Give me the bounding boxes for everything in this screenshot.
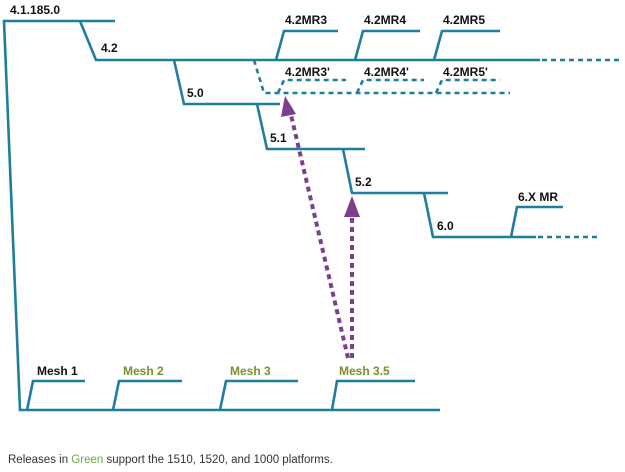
branch-mesh-3 xyxy=(218,379,298,411)
branch-4-2mr5 xyxy=(432,29,500,61)
branch-4-2 xyxy=(78,20,540,62)
branch-5-0 xyxy=(172,59,280,106)
branch-6-0 xyxy=(422,192,536,239)
label-mesh-2: Mesh 2 xyxy=(123,364,164,378)
label-5-2: 5.2 xyxy=(355,175,372,189)
branch-4-2mr5-prime xyxy=(434,78,500,94)
branch-5-1 xyxy=(255,103,365,151)
label-6-x-mr: 6.X MR xyxy=(518,190,558,204)
branch-mesh-1 xyxy=(25,379,85,411)
label-4-2mr4: 4.2MR4 xyxy=(364,13,406,27)
label-4-2: 4.2 xyxy=(101,41,118,55)
footnote-prefix: Releases in xyxy=(8,454,72,466)
footnote-suffix: support the 1510, 1520, and 1000 platfor… xyxy=(103,454,333,466)
label-4-2mr4-prime: 4.2MR4' xyxy=(364,65,409,79)
branch-6-x-mr xyxy=(509,205,563,238)
branch-4-2mr4 xyxy=(353,29,420,61)
label-4-2mr5-prime: 4.2MR5' xyxy=(443,65,488,79)
platform-footnote: Releases in Green support the 1510, 1520… xyxy=(8,454,333,466)
label-6-0: 6.0 xyxy=(437,219,454,233)
arrow-mesh35-to-4-2mr3-prime xyxy=(289,114,350,359)
arrowhead-to-5-2 xyxy=(344,196,360,217)
label-mesh-3: Mesh 3 xyxy=(230,364,271,378)
label-5-0: 5.0 xyxy=(187,86,204,100)
branch-5-2 xyxy=(341,148,448,195)
label-5-1: 5.1 xyxy=(270,131,287,145)
label-root: 4.1.185.0 xyxy=(10,3,60,17)
branch-root xyxy=(2,19,440,412)
branch-4-2mr3-prime xyxy=(276,78,346,94)
label-mesh-3-5: Mesh 3.5 xyxy=(339,364,390,378)
label-4-2mr5: 4.2MR5 xyxy=(443,13,485,27)
label-4-2mr3-prime: 4.2MR3' xyxy=(285,65,330,79)
arrowhead-to-4-2mr3-prime xyxy=(281,96,296,117)
branch-4-2mr4-prime xyxy=(355,78,424,94)
footnote-green-word: Green xyxy=(71,454,104,466)
branch-4-2mr-prime xyxy=(252,59,510,95)
branch-mesh-3-5 xyxy=(330,379,415,411)
label-4-2mr3: 4.2MR3 xyxy=(285,13,327,27)
label-mesh-1: Mesh 1 xyxy=(37,364,78,378)
branch-mesh-2 xyxy=(111,379,182,411)
branch-4-2mr3 xyxy=(274,29,338,61)
